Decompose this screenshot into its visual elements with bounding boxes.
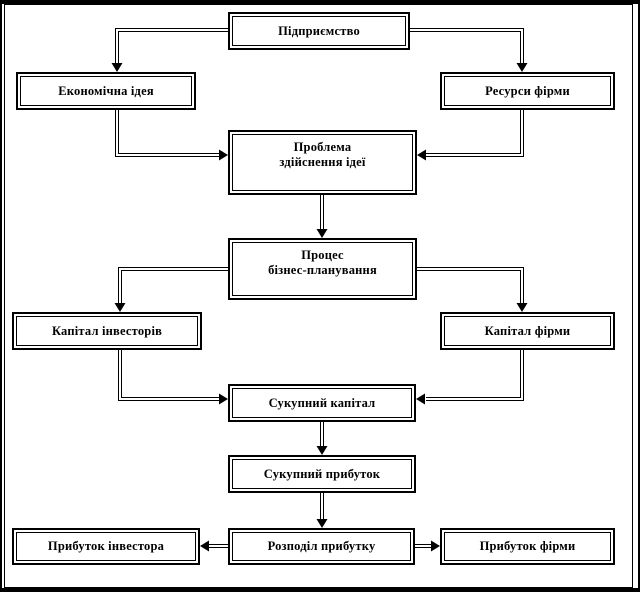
node-total-profit: Сукупний прибуток <box>228 455 416 493</box>
arrowhead-down-icon <box>111 63 123 72</box>
node-label: Підприємство <box>278 23 360 38</box>
connector-process-to-investors-capital <box>114 267 228 312</box>
connector-distribution-to-investor-profit <box>200 540 228 552</box>
arrowhead-down-icon <box>316 446 328 455</box>
node-firm-profit-inner: Прибуток фірми <box>444 532 611 561</box>
node-label: Сукупний прибуток <box>263 466 381 481</box>
connector-total-profit-to-distribution <box>316 493 328 528</box>
connector-firm-resources-to-problem <box>417 110 524 161</box>
node-investors-capital-inner: Капітал інвесторів <box>16 316 198 346</box>
node-investor-profit: Прибуток інвестора <box>12 528 200 565</box>
arrowhead-right-icon <box>219 393 228 405</box>
connector-investors-capital-to-total-capital <box>118 350 228 405</box>
connector-total-capital-to-total-profit <box>316 422 328 455</box>
arrowhead-left-icon <box>416 393 425 405</box>
node-label: Капітал фірми <box>484 323 571 338</box>
arrowhead-down-icon <box>316 519 328 528</box>
node-process: Процес бізнес-планування <box>228 238 417 300</box>
node-profit-distribution-inner: Розподіл прибутку <box>232 532 411 561</box>
node-total-capital-inner: Сукупний капітал <box>232 388 412 418</box>
connector-enterprise-to-firm-resources <box>410 28 528 72</box>
node-enterprise: Підприємство <box>228 12 410 50</box>
node-label: Процес бізнес-планування <box>268 248 377 277</box>
node-firm-capital-inner: Капітал фірми <box>444 316 611 346</box>
connector-problem-to-process <box>316 195 328 238</box>
node-firm-profit: Прибуток фірми <box>440 528 615 565</box>
node-label: Розподіл прибутку <box>267 539 376 553</box>
node-economic-idea: Економічна ідея <box>16 72 196 110</box>
node-firm-resources-inner: Ресурси фірми <box>444 76 611 106</box>
node-label: Прибуток фірми <box>479 539 576 553</box>
arrowhead-right-icon <box>431 540 440 552</box>
node-problem: Проблема здійснення ідеї <box>228 130 417 195</box>
node-label: Капітал інвесторів <box>51 323 163 338</box>
node-total-capital: Сукупний капітал <box>228 384 416 422</box>
node-firm-resources: Ресурси фірми <box>440 72 615 110</box>
node-total-profit-inner: Сукупний прибуток <box>232 459 412 489</box>
node-label: Сукупний капітал <box>268 395 376 410</box>
node-economic-idea-inner: Економічна ідея <box>20 76 192 106</box>
arrowhead-down-icon <box>114 303 126 312</box>
connector-process-to-firm-capital <box>417 267 528 312</box>
node-label: Проблема здійснення ідеї <box>279 140 366 169</box>
node-label: Ресурси фірми <box>485 83 570 98</box>
connector-distribution-to-firm-profit <box>415 540 440 552</box>
arrowhead-down-icon <box>516 303 528 312</box>
connector-enterprise-to-economic-idea <box>111 28 228 72</box>
node-firm-capital: Капітал фірми <box>440 312 615 350</box>
connector-economic-idea-to-problem <box>115 110 228 161</box>
node-profit-distribution: Розподіл прибутку <box>228 528 415 565</box>
arrowhead-right-icon <box>219 149 228 161</box>
arrowhead-down-icon <box>316 229 328 238</box>
node-enterprise-inner: Підприємство <box>232 16 406 46</box>
arrowhead-left-icon <box>417 149 426 161</box>
node-label: Прибуток інвестора <box>47 539 165 553</box>
connector-firm-capital-to-total-capital <box>416 350 524 405</box>
node-investor-profit-inner: Прибуток інвестора <box>16 532 196 561</box>
node-process-inner: Процес бізнес-планування <box>232 242 413 296</box>
node-label: Економічна ідея <box>58 83 154 98</box>
arrowhead-down-icon <box>516 63 528 72</box>
node-problem-inner: Проблема здійснення ідеї <box>232 134 413 191</box>
arrowhead-left-icon <box>200 540 209 552</box>
node-investors-capital: Капітал інвесторів <box>12 312 202 350</box>
